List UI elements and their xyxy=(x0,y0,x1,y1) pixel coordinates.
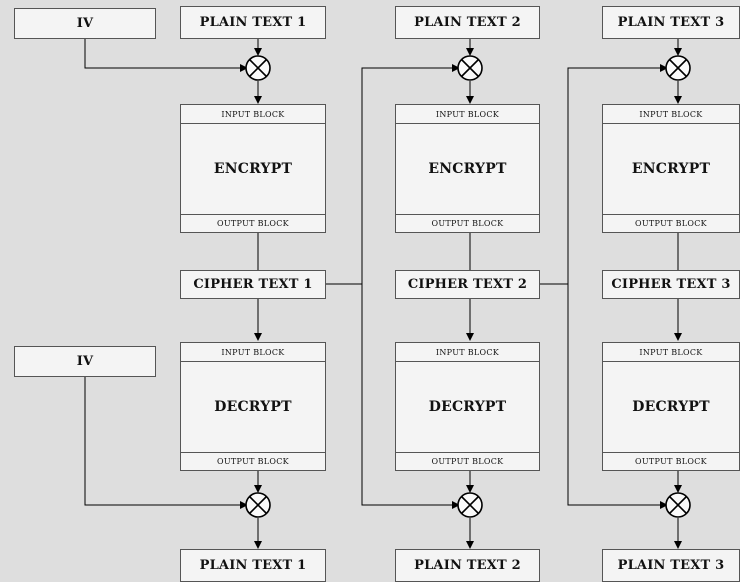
ciphertext-3: CIPHER TEXT 3 xyxy=(602,270,740,299)
xor-decrypt-2-icon xyxy=(458,493,482,517)
output-block-label: OUTPUT BLOCK xyxy=(395,214,540,233)
xor-decrypt-3-icon xyxy=(666,493,690,517)
decrypt-block-1: INPUT BLOCK DECRYPT OUTPUT BLOCK xyxy=(180,342,326,471)
xor-decrypt-1-icon xyxy=(246,493,270,517)
encrypt-block-2: INPUT BLOCK ENCRYPT OUTPUT BLOCK xyxy=(395,104,540,233)
ciphertext-1: CIPHER TEXT 1 xyxy=(180,270,326,299)
decrypt-block-2: INPUT BLOCK DECRYPT OUTPUT BLOCK xyxy=(395,342,540,471)
ciphertext-2: CIPHER TEXT 2 xyxy=(395,270,540,299)
input-block-label: INPUT BLOCK xyxy=(602,104,740,124)
encrypt-block-3: INPUT BLOCK ENCRYPT OUTPUT BLOCK xyxy=(602,104,740,233)
input-block-label: INPUT BLOCK xyxy=(395,342,540,362)
plaintext-output-2: PLAIN TEXT 2 xyxy=(395,549,540,582)
encrypt-label: ENCRYPT xyxy=(180,123,326,215)
decrypt-label: DECRYPT xyxy=(602,361,740,453)
plaintext-output-1: PLAIN TEXT 1 xyxy=(180,549,326,582)
plaintext-input-2: PLAIN TEXT 2 xyxy=(395,6,540,39)
decrypt-block-3: INPUT BLOCK DECRYPT OUTPUT BLOCK xyxy=(602,342,740,471)
output-block-label: OUTPUT BLOCK xyxy=(180,214,326,233)
output-block-label: OUTPUT BLOCK xyxy=(395,452,540,471)
decrypt-label: DECRYPT xyxy=(180,361,326,453)
encrypt-label: ENCRYPT xyxy=(395,123,540,215)
plaintext-output-3: PLAIN TEXT 3 xyxy=(602,549,740,582)
output-block-label: OUTPUT BLOCK xyxy=(602,452,740,471)
output-block-label: OUTPUT BLOCK xyxy=(602,214,740,233)
wire-iv-to-xor1 xyxy=(85,38,247,68)
encrypt-block-1: INPUT BLOCK ENCRYPT OUTPUT BLOCK xyxy=(180,104,326,233)
plaintext-input-3: PLAIN TEXT 3 xyxy=(602,6,740,39)
plaintext-input-1: PLAIN TEXT 1 xyxy=(180,6,326,39)
xor-encrypt-2-icon xyxy=(458,56,482,80)
input-block-label: INPUT BLOCK xyxy=(180,342,326,362)
output-block-label: OUTPUT BLOCK xyxy=(180,452,326,471)
iv-encrypt-box: IV xyxy=(14,8,156,39)
input-block-label: INPUT BLOCK xyxy=(395,104,540,124)
encrypt-label: ENCRYPT xyxy=(602,123,740,215)
input-block-label: INPUT BLOCK xyxy=(602,342,740,362)
input-block-label: INPUT BLOCK xyxy=(180,104,326,124)
xor-encrypt-3-icon xyxy=(666,56,690,80)
xor-encrypt-1-icon xyxy=(246,56,270,80)
decrypt-label: DECRYPT xyxy=(395,361,540,453)
iv-decrypt-box: IV xyxy=(14,346,156,377)
